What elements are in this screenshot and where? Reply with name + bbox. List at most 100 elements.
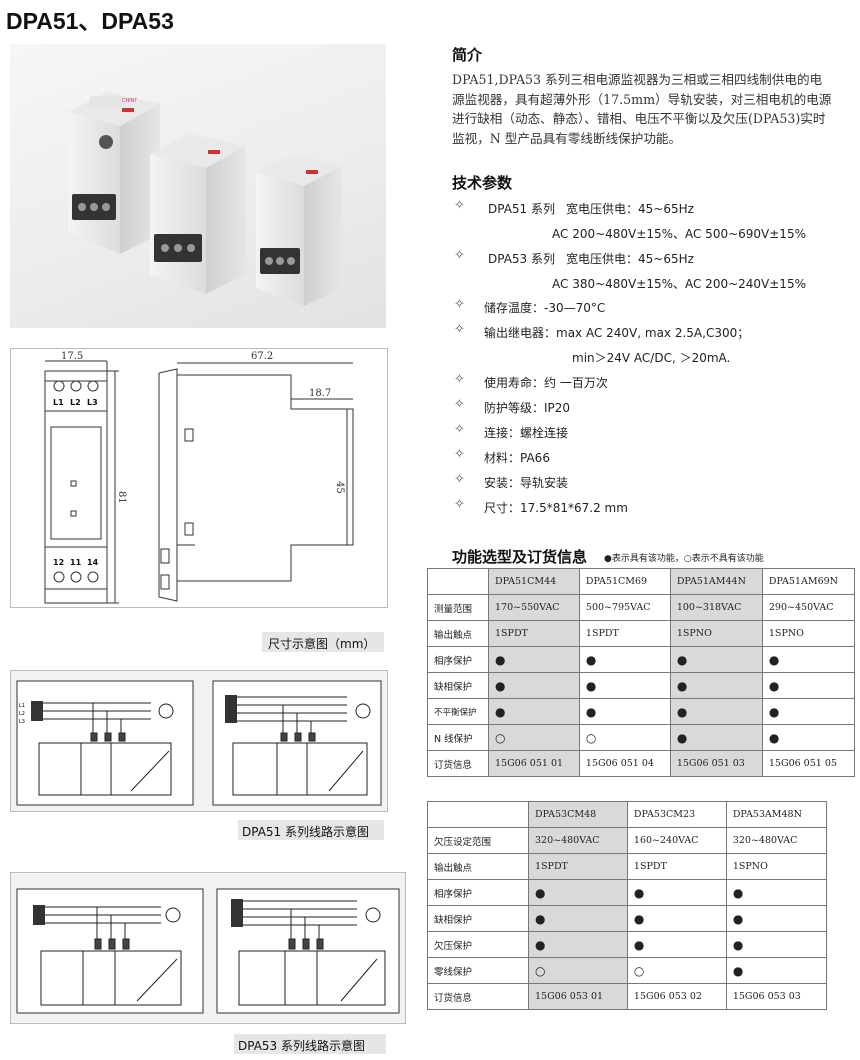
spec-dpa53-supply: 宽电压供电：45~65Hz — [566, 252, 694, 266]
wiring53-caption-bar: DPA53 系列线路示意图 — [234, 1034, 386, 1054]
dim-depth: 67.2 — [251, 351, 273, 362]
table-row: 相序保护 ● ● ● — [427, 879, 828, 906]
table-cell: ○ — [488, 724, 580, 751]
relay-unit-2 — [150, 134, 246, 294]
wiring53-caption: DPA53 系列线路示意图 — [238, 1039, 366, 1053]
table-cell: ● — [578, 646, 671, 673]
row-label: 订货信息 — [427, 983, 529, 1010]
table-row: 缺相保护 ● ● ● ● — [427, 672, 856, 699]
table-cell: 15G06 051 03 — [669, 750, 763, 777]
table-header: DPA51CM44 — [488, 568, 580, 595]
table-cell: ● — [669, 646, 763, 673]
dim-width: 17.5 — [61, 351, 83, 362]
bullet-diamond-icon: ✧ — [454, 248, 465, 263]
row-label: 缺相保护 — [427, 905, 529, 932]
table-row: 测量范围 170~550VAC 500~795VAC 100~318VAC 29… — [427, 594, 856, 621]
table-cell: ● — [488, 646, 580, 673]
table-header: DPA53CM23 — [626, 801, 727, 828]
wiring51-caption: DPA51 系列线路示意图 — [242, 825, 370, 839]
spec-dpa51-series: DPA51 系列 — [488, 202, 556, 216]
table-cell: ○ — [626, 957, 727, 984]
row-label: 测量范围 — [427, 594, 489, 621]
table-header: DPA51CM69 — [578, 568, 671, 595]
table-cell: 15G06 051 04 — [578, 750, 671, 777]
table-row: N 线保护 ○ ○ ● ● — [427, 724, 856, 751]
page-title: DPA51、DPA53 — [6, 8, 174, 34]
table-cell: ● — [626, 879, 727, 906]
table-cell: ○ — [528, 957, 628, 984]
table-cell: ● — [725, 931, 828, 958]
table-row: 欠压设定范围 320~480VAC 160~240VAC 320~480VAC — [427, 827, 828, 854]
dimension-drawing: 17.5 81 L1 L2 L3 12 11 14 67.2 18.7 45 — [10, 348, 388, 608]
table-cell: 15G06 053 01 — [528, 983, 628, 1010]
spec-install: 安装：导轨安装 — [484, 476, 569, 490]
row-label: 欠压设定范围 — [427, 827, 529, 854]
table-cell: 1SPNO — [669, 620, 763, 647]
table-row: 订货信息 15G06 053 01 15G06 053 02 15G06 053… — [427, 983, 828, 1010]
table-cell: 15G06 053 03 — [725, 983, 828, 1010]
wiring-dpa51-b — [212, 680, 382, 806]
spec-relay: 输出继电器：max AC 240V, max 2.5A,C300； — [484, 326, 750, 340]
table-cell: ● — [578, 698, 671, 725]
term-11: 11 — [70, 558, 82, 567]
table-cell: 15G06 051 05 — [761, 750, 856, 777]
table-cell: 170~550VAC — [488, 594, 580, 621]
bullet-diamond-icon: ✧ — [454, 472, 465, 487]
table-row: 不平衡保护 ● ● ● ● — [427, 698, 856, 725]
dimension-caption: 尺寸示意图（mm） — [268, 637, 376, 651]
row-label: 欠压保护 — [427, 931, 529, 958]
term-l3: L3 — [87, 398, 98, 407]
spec-protection: 防护等级：IP20 — [484, 401, 571, 415]
wiring-dpa53-b — [216, 888, 400, 1014]
table-cell: ● — [761, 724, 856, 751]
row-label: 输出触点 — [427, 853, 529, 880]
table-cell: ● — [725, 957, 828, 984]
table-header: DPA53AM48N — [725, 801, 828, 828]
intro-text: DPA51,DPA53 系列三相电源监视器为三相或三相四线制供电的电源监视器，具… — [452, 72, 832, 146]
table-row: 订货信息 15G06 051 01 15G06 051 04 15G06 051… — [427, 750, 856, 777]
row-label: 不平衡保护 — [427, 698, 489, 725]
table-cell: ● — [528, 931, 628, 958]
table-dpa53: DPA53CM48 DPA53CM23 DPA53AM48N 欠压设定范围 32… — [427, 801, 828, 1010]
table-row: 零线保护 ○ ○ ● — [427, 957, 828, 984]
table-row: 缺相保护 ● ● ● — [427, 905, 828, 932]
spec-dpa51-ac: AC 200~480V±15%、AC 500~690V±15% — [552, 227, 806, 241]
table-row: 欠压保护 ● ● ● — [427, 931, 828, 958]
row-label: N 线保护 — [427, 724, 489, 751]
spec-life: 使用寿命：约 一百万次 — [484, 376, 608, 390]
dim-rail: 18.7 — [309, 388, 331, 399]
table-dpa51: DPA51CM44 DPA51CM69 DPA51AM44N DPA51AM69… — [427, 568, 856, 777]
wiring51-caption-bar: DPA51 系列线路示意图 — [238, 820, 384, 840]
dim-h2: 45 — [334, 481, 345, 494]
table-cell: ○ — [578, 724, 671, 751]
table-cell: ● — [528, 905, 628, 932]
table-cell: 290~450VAC — [761, 594, 856, 621]
table-cell: ● — [669, 724, 763, 751]
table-cell: ● — [578, 672, 671, 699]
selection-note: ●表示具有该功能，○表示不具有该功能 — [604, 554, 764, 564]
row-label: 相序保护 — [427, 646, 489, 673]
spec-dpa53-series: DPA53 系列 — [488, 252, 556, 266]
table-cell: ● — [528, 879, 628, 906]
table-corner — [427, 801, 529, 828]
bullet-diamond-icon: ✧ — [454, 447, 465, 462]
table-cell: 100~318VAC — [669, 594, 763, 621]
intro-heading: 简介 — [452, 46, 483, 64]
svg-text:L2: L2 — [19, 711, 25, 717]
table-cell: 1SPDT — [626, 853, 727, 880]
table-cell: 15G06 053 02 — [626, 983, 727, 1010]
row-label: 输出触点 — [427, 620, 489, 647]
spec-material: 材料：PA66 — [484, 451, 550, 465]
bullet-diamond-icon: ✧ — [454, 397, 465, 412]
table-cell: ● — [761, 672, 856, 699]
table-row: 输出触点 1SPDT 1SPDT 1SPNO — [427, 853, 828, 880]
bullet-diamond-icon: ✧ — [454, 297, 465, 312]
table-cell: 500~795VAC — [578, 594, 671, 621]
wiring-dpa53-panel — [10, 872, 406, 1024]
spec-dpa53-ac: AC 380~480V±15%、AC 200~240V±15% — [552, 277, 806, 291]
term-12: 12 — [53, 558, 64, 567]
bullet-diamond-icon: ✧ — [454, 422, 465, 437]
brand-label: CHINT — [122, 98, 137, 104]
